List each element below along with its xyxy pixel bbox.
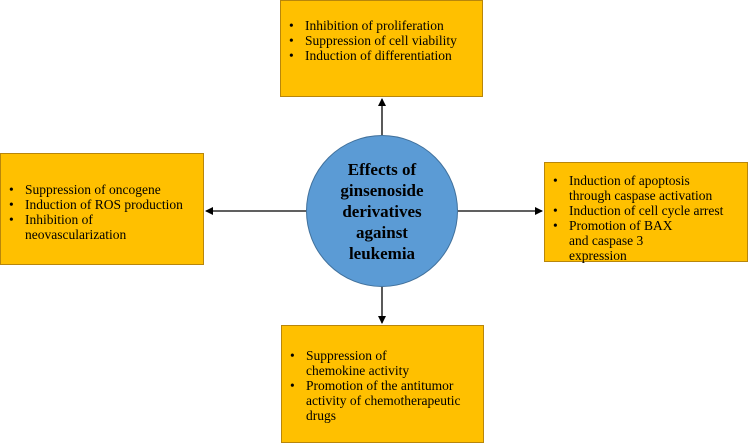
effects-box-left: Suppression of oncogene Induction of ROS… (0, 153, 204, 265)
effect-item: Inhibition of proliferation (281, 18, 482, 33)
effect-item: Induction of differentiation (281, 48, 482, 63)
effect-item: Suppression of chemokine activity (282, 348, 483, 378)
effects-box-right: Induction of apoptosis through caspase a… (544, 162, 748, 263)
effect-item: Suppression of cell viability (281, 33, 482, 48)
effects-list-top: Inhibition of proliferation Suppression … (281, 18, 482, 63)
effect-item: Promotion of BAX and caspase 3 expressio… (545, 218, 747, 263)
effect-item: Induction of ROS production (1, 197, 203, 212)
effects-box-top: Inhibition of proliferation Suppression … (280, 0, 483, 97)
center-circle: Effects of ginsenoside derivatives again… (306, 135, 458, 287)
effect-item: Induction of apoptosis through caspase a… (545, 173, 747, 203)
effects-box-bottom: Suppression of chemokine activity Promot… (281, 325, 484, 443)
effect-item: Promotion of the antitumor activity of c… (282, 378, 483, 423)
effects-list-bottom: Suppression of chemokine activity Promot… (282, 348, 483, 423)
effect-item: Inhibition of neovascularization (1, 212, 203, 242)
effect-item: Induction of cell cycle arrest (545, 203, 747, 218)
effect-item: Suppression of oncogene (1, 182, 203, 197)
center-title: Effects of ginsenoside derivatives again… (340, 159, 424, 263)
effects-list-right: Induction of apoptosis through caspase a… (545, 173, 747, 263)
effects-list-left: Suppression of oncogene Induction of ROS… (1, 182, 203, 242)
